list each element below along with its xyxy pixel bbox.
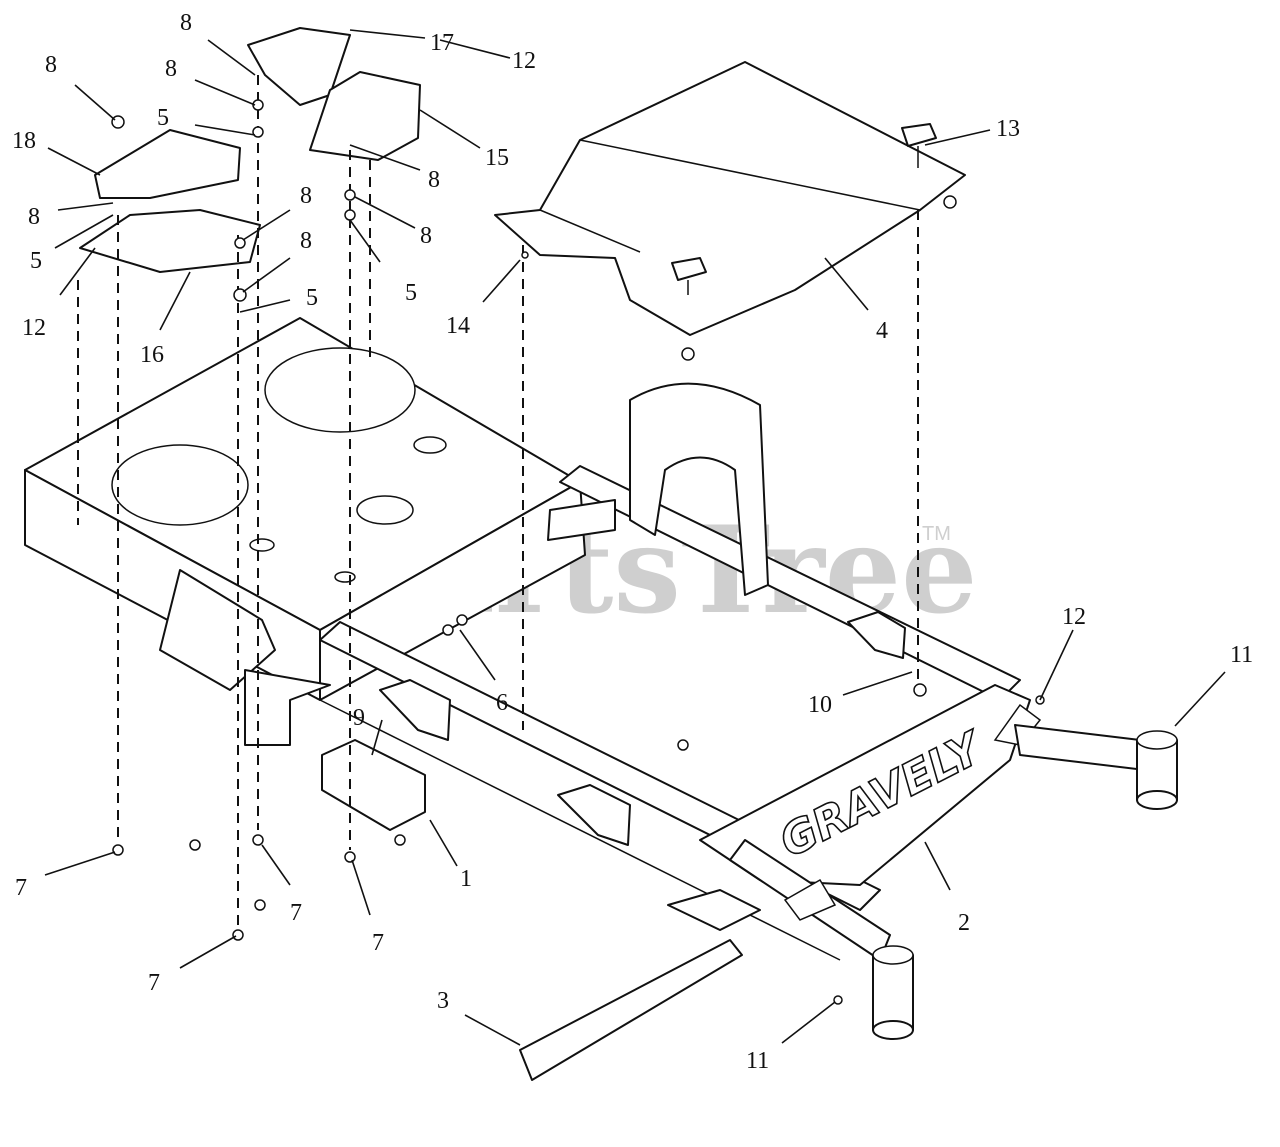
- rear-bracket-mount: [244, 669, 331, 746]
- rear-bracket-left: [159, 569, 276, 691]
- callout-13: 13: [996, 116, 1020, 142]
- callout-5a: 5: [157, 105, 169, 131]
- callout-11a: 11: [1230, 642, 1253, 668]
- callout-12a: 12: [1062, 604, 1086, 630]
- callout-8g: 8: [428, 167, 440, 193]
- deck-round-hole: [356, 495, 414, 525]
- callout-3: 3: [437, 988, 449, 1014]
- tow-bracket: [667, 889, 761, 931]
- deck-cutout-left: [111, 444, 249, 526]
- callout-10: 10: [808, 692, 832, 718]
- rail-bracket-3: [847, 611, 906, 659]
- callout-16: 16: [140, 342, 164, 368]
- callout-8c: 8: [165, 56, 177, 82]
- callout-12b: 12: [22, 315, 46, 341]
- deck-tube-hole: [249, 538, 275, 552]
- callout-8d: 8: [28, 204, 40, 230]
- cross-member: [547, 499, 616, 541]
- callout-6: 6: [496, 690, 508, 716]
- knob-icon-2: [671, 257, 707, 295]
- callout-8f: 8: [300, 228, 312, 254]
- part-plate-16: [79, 209, 261, 273]
- deck-tube-hole-2: [334, 571, 356, 583]
- part-plate-18: [94, 129, 241, 199]
- caster-tube-left: [872, 945, 914, 1040]
- callout-5c: 5: [405, 280, 417, 306]
- part-plate-15: [309, 71, 421, 161]
- callout-7a: 7: [15, 875, 27, 901]
- callout-8b: 8: [180, 10, 192, 36]
- frame-vent: [783, 878, 837, 921]
- callout-5d: 5: [306, 285, 318, 311]
- part-cover-plate: [494, 61, 966, 336]
- rail-bracket-2: [557, 784, 631, 846]
- assembly-dashed-lines: [77, 75, 919, 930]
- main-frame: GRAVELY: [24, 317, 1178, 1040]
- deck-cutout-right: [264, 347, 416, 433]
- upright-plate: [629, 382, 769, 596]
- rail-bracket-1: [379, 679, 451, 741]
- callout-12c: 12: [512, 48, 536, 74]
- callout-5b: 5: [30, 248, 42, 274]
- deck-small-hole: [413, 436, 447, 454]
- callout-7c: 7: [290, 900, 302, 926]
- callout-2: 2: [958, 910, 970, 936]
- part-skid-plate: [519, 939, 743, 1081]
- rail-lower-edge: [319, 699, 841, 961]
- callout-11b: 11: [746, 1048, 769, 1074]
- bolt-icons: [111, 99, 1045, 1005]
- callout-8e: 8: [300, 183, 312, 209]
- leader-lines: [44, 29, 1226, 1046]
- callout-7b: 7: [148, 970, 160, 996]
- callout-18: 18: [12, 128, 36, 154]
- caster-arm-right: [1014, 724, 1146, 771]
- callout-8h: 8: [420, 223, 432, 249]
- watermark-trademark: TM: [922, 523, 951, 545]
- callout-7d: 7: [372, 930, 384, 956]
- callout-9: 9: [353, 705, 365, 731]
- callout-1: 1: [460, 866, 472, 892]
- callout-labels: 1 2 3 4 5 5 5 5 6 7 7 7 7 8 8 8 8 8 8 8 …: [12, 10, 1253, 1074]
- callout-4: 4: [876, 318, 888, 344]
- caster-tube-right: [1136, 730, 1178, 810]
- callout-15: 15: [485, 145, 509, 171]
- callout-8a: 8: [45, 52, 57, 78]
- callout-14: 14: [446, 313, 470, 339]
- knob-icon: [901, 123, 937, 168]
- callout-17: 17: [430, 30, 454, 56]
- part-rear-bracket: [321, 739, 426, 831]
